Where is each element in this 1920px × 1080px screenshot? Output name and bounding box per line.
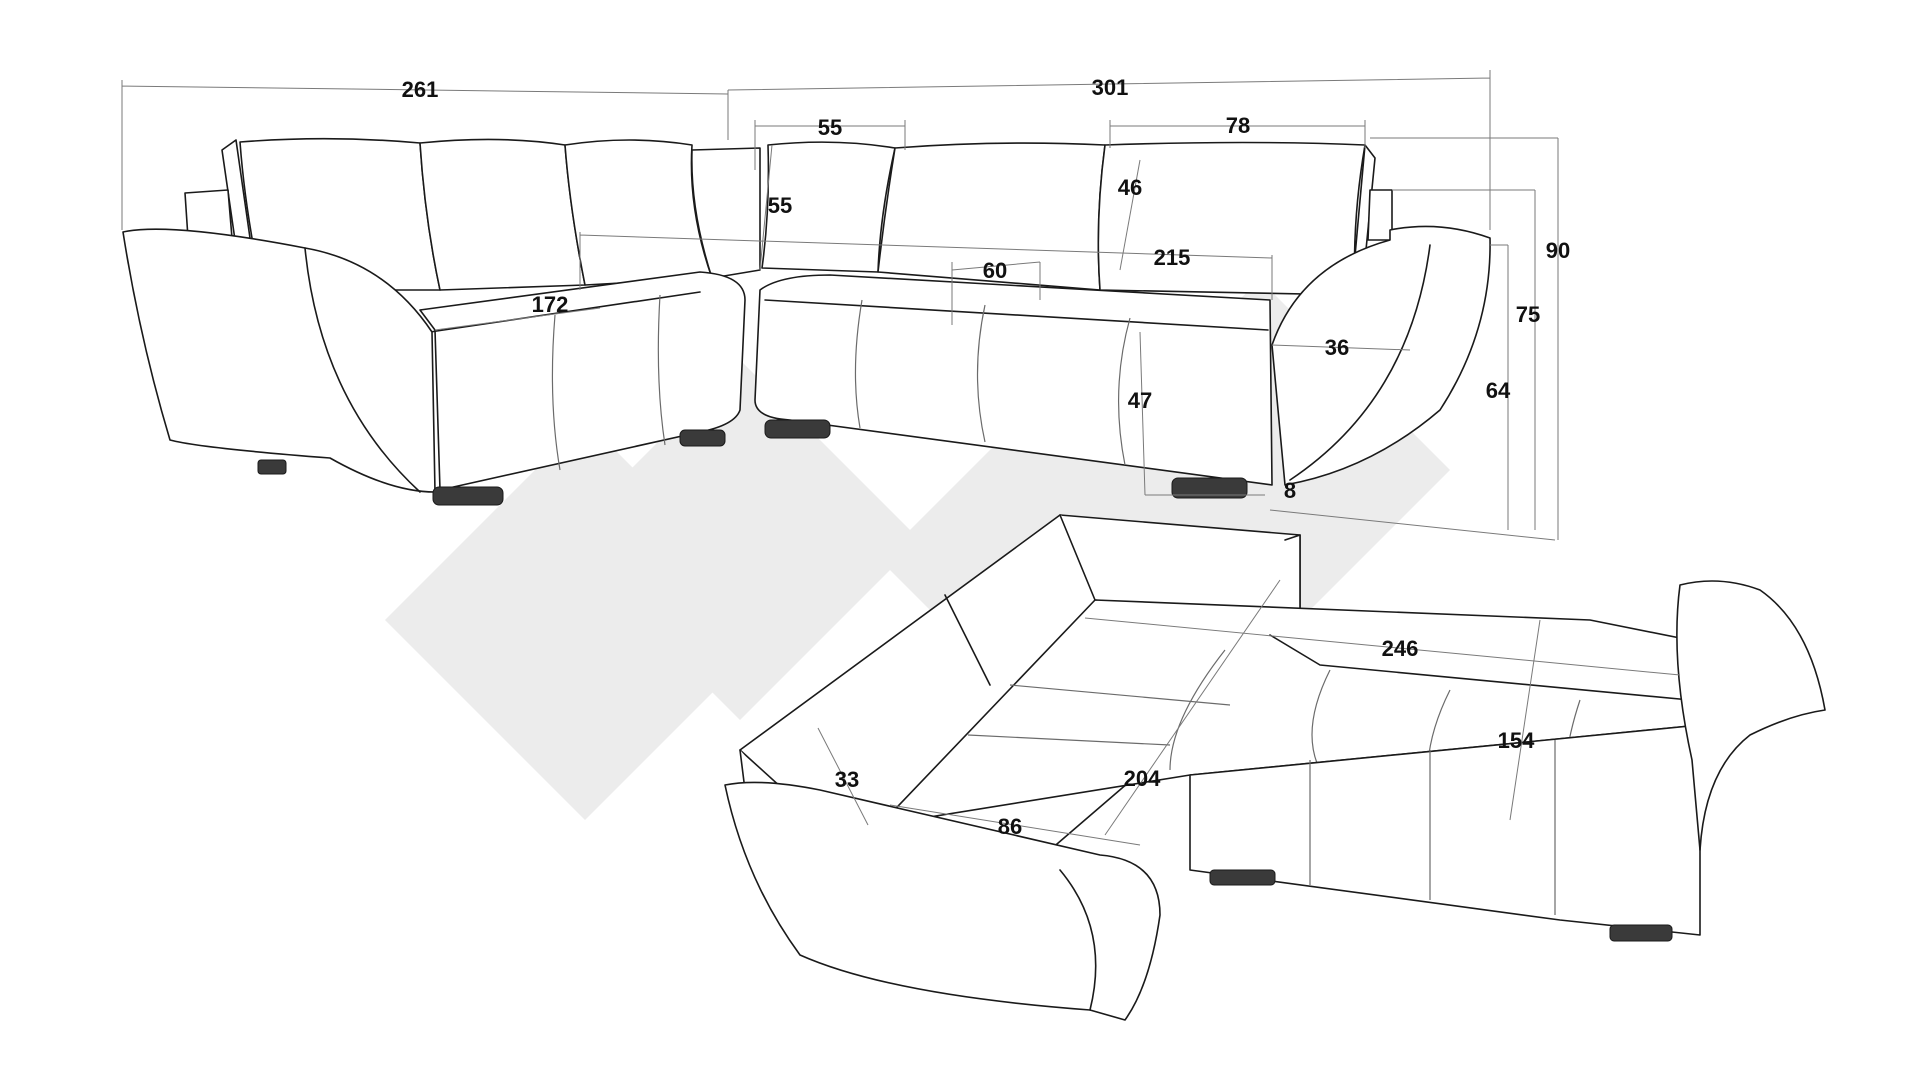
dim-label-64: 64 xyxy=(1486,378,1511,403)
dim-label-60: 60 xyxy=(983,258,1007,283)
dim-label-8: 8 xyxy=(1284,478,1296,503)
bed-left-armrest xyxy=(724,781,1161,1021)
sofa-leg xyxy=(1209,869,1276,886)
dim-label-301: 301 xyxy=(1092,75,1129,100)
sofa-leg xyxy=(1171,477,1248,499)
dim-label-78: 78 xyxy=(1226,113,1250,138)
back-cushion xyxy=(761,141,896,273)
left-armrest xyxy=(122,228,436,493)
corner-sofa-assembled xyxy=(121,70,1559,541)
dim-label-75: 75 xyxy=(1516,302,1540,327)
dim-label-204: 204 xyxy=(1124,766,1161,791)
dim-label-33: 33 xyxy=(835,767,859,792)
dim-label-46: 46 xyxy=(1118,175,1142,200)
dim-label-86: 86 xyxy=(998,814,1022,839)
sofa-bed-unfolded xyxy=(724,514,1826,1021)
dim-label-90: 90 xyxy=(1546,238,1570,263)
sofa-leg xyxy=(679,429,726,447)
dim-label-246: 246 xyxy=(1382,636,1419,661)
sofa-leg xyxy=(764,419,831,439)
dim-label-172: 172 xyxy=(532,292,569,317)
dim-label-47: 47 xyxy=(1128,388,1152,413)
dim-label-36: 36 xyxy=(1325,335,1349,360)
back-cushion xyxy=(564,139,713,286)
dim-label-154: 154 xyxy=(1498,728,1535,753)
sofa-leg xyxy=(257,459,287,475)
dim-label-55-width: 55 xyxy=(818,115,842,140)
dim-label-55-height: 55 xyxy=(768,193,792,218)
bed-right-armrest xyxy=(1676,580,1826,851)
sofa-leg xyxy=(432,486,504,506)
back-cushion xyxy=(419,138,586,291)
back-cushion xyxy=(1097,141,1366,296)
dim-label-215: 215 xyxy=(1154,245,1191,270)
sofa-leg xyxy=(1609,924,1673,942)
dim-label-261: 261 xyxy=(402,77,439,102)
